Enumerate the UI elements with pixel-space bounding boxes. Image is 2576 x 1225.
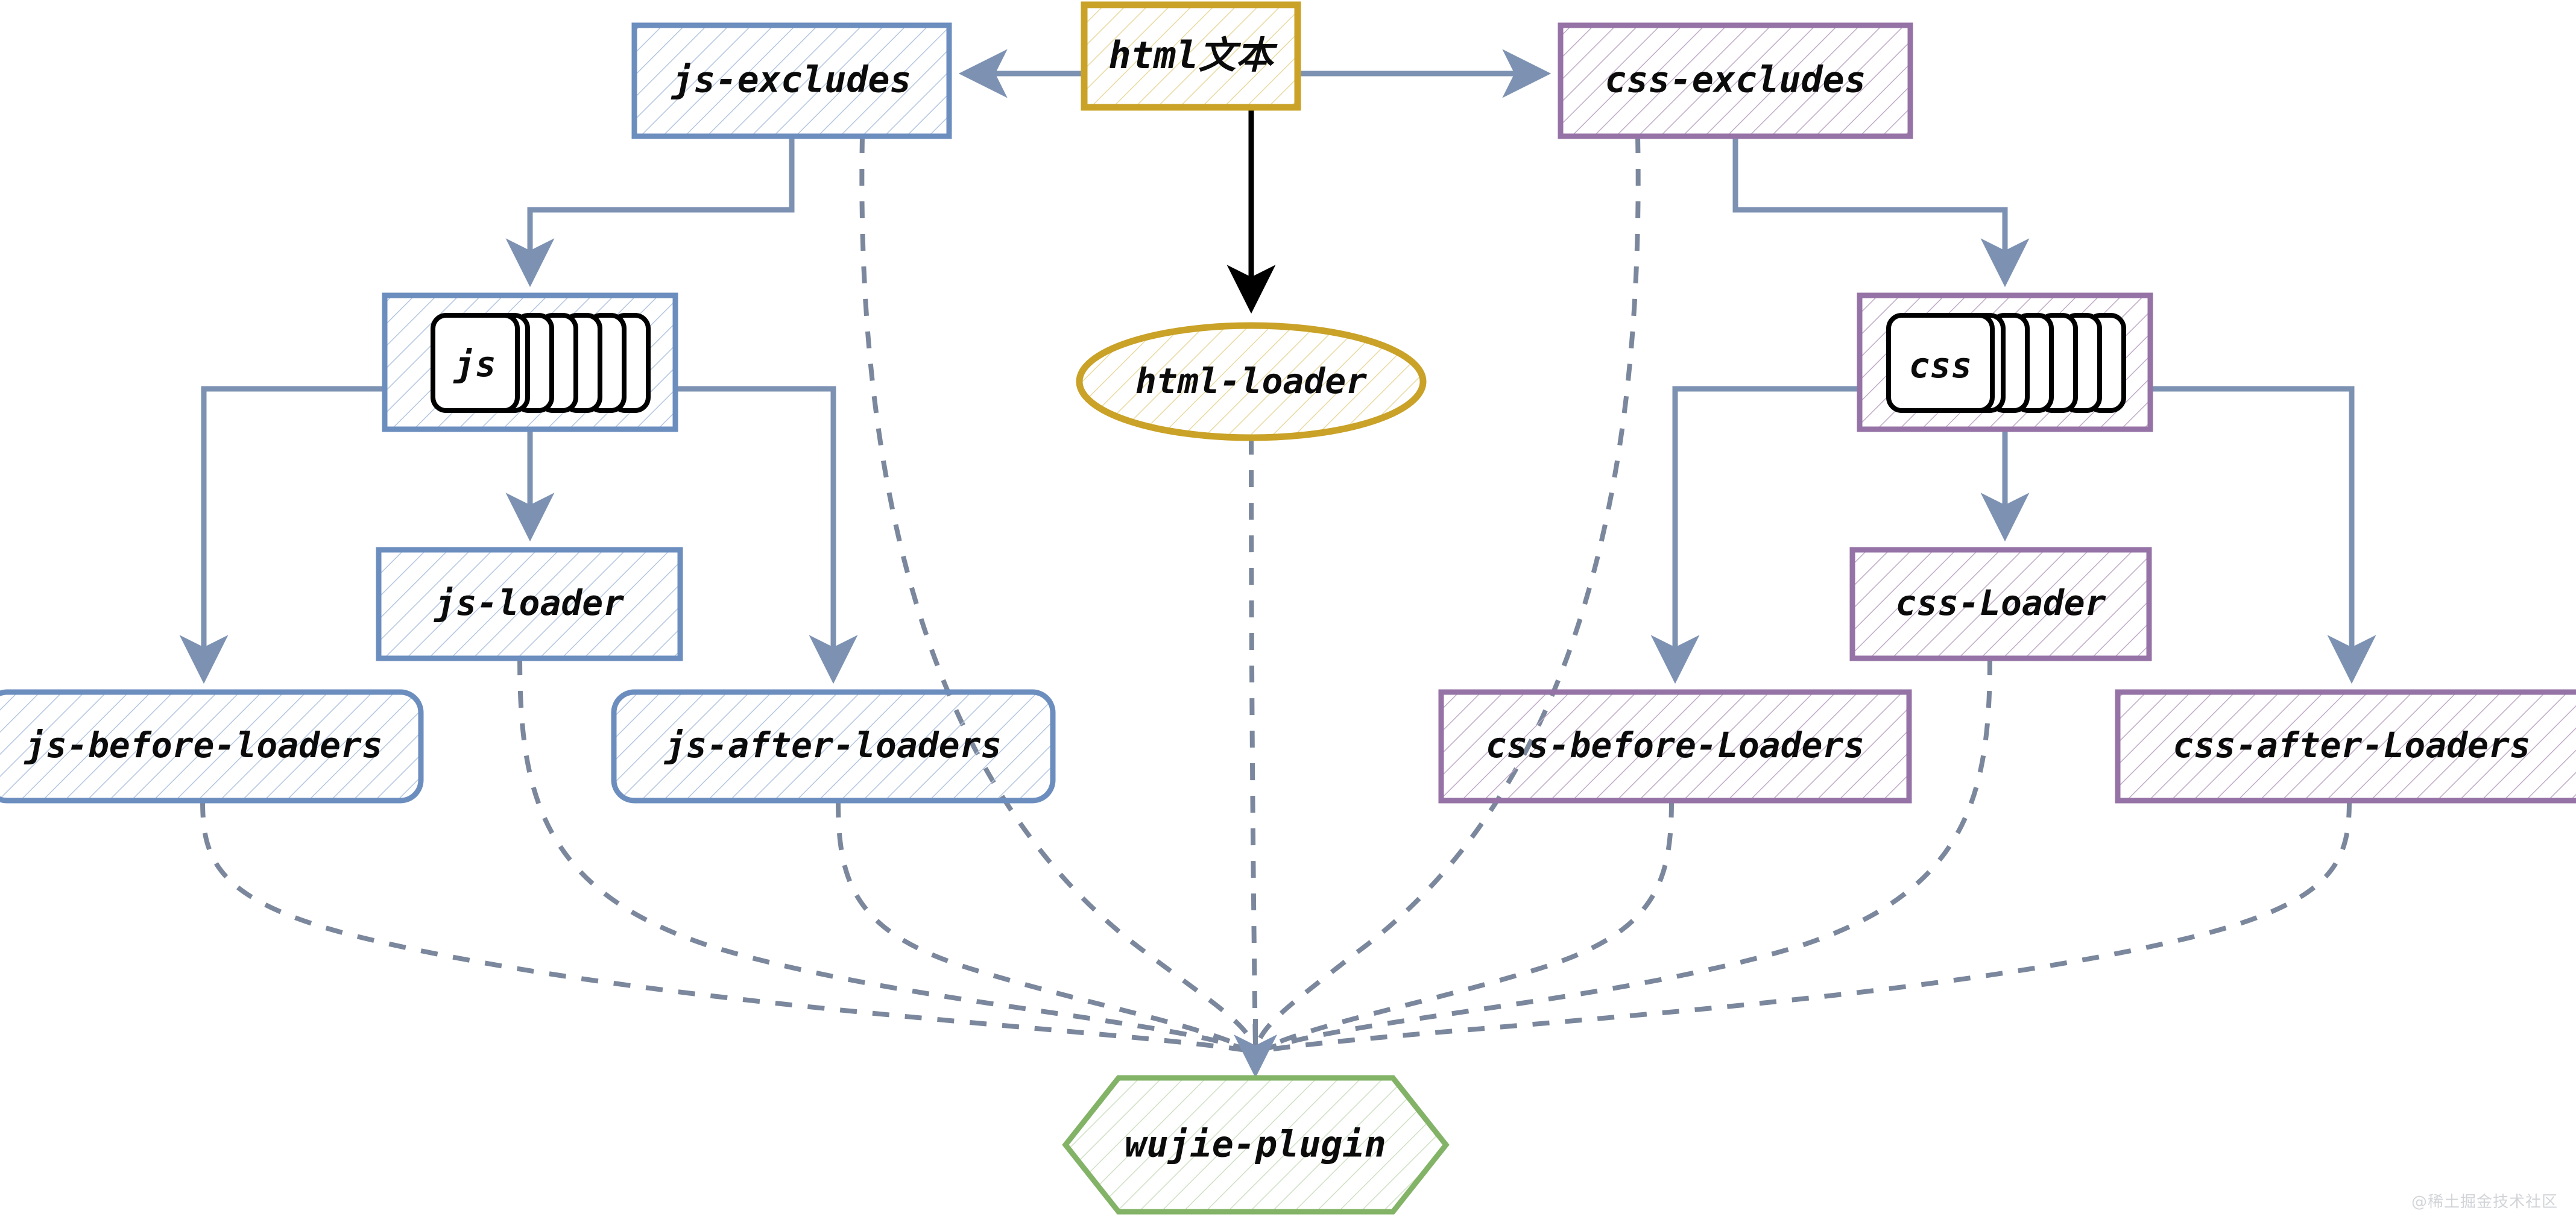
edge-group-black <box>1191 104 1276 314</box>
edge-js-stack-to-js-before <box>179 386 385 684</box>
node-css-stack-label: css <box>1909 345 1972 386</box>
edge-css-excludes-to-css-stack <box>1732 136 2030 288</box>
node-js-stack[interactable]: js <box>382 292 678 432</box>
edge-js-excludes-to-js-stack <box>505 136 795 288</box>
edge-js-excludes-to-plugin <box>859 136 1258 1051</box>
node-js-loader[interactable]: js-loader <box>376 547 683 661</box>
edge-html-to-html-loader <box>1191 104 1276 314</box>
node-css-after-loaders-label: css-after-Loaders <box>2173 725 2531 766</box>
edge-css-after-to-plugin <box>1264 800 2352 1053</box>
node-js-excludes-label: js-excludes <box>671 59 911 101</box>
node-js-before-loaders-label: js-before-loaders <box>24 725 383 766</box>
node-css-loader[interactable]: css-Loader <box>1849 547 2152 661</box>
edge-js-before-to-plugin <box>200 800 1246 1053</box>
edge-css-loader-to-plugin <box>1261 658 1992 1053</box>
node-wujie-plugin[interactable]: wujie-plugin <box>1062 1075 1450 1215</box>
node-js-excludes[interactable]: js-excludes <box>631 22 952 139</box>
edge-css-stack-to-css-before <box>1650 386 1860 684</box>
node-js-before-loaders[interactable]: js-before-loaders <box>0 689 424 804</box>
edge-group-solid <box>179 49 2376 684</box>
node-html-text-label: html文本 <box>1108 33 1278 77</box>
css-stack-cards <box>1886 313 2126 413</box>
node-html-loader[interactable]: html-loader <box>1076 322 1427 441</box>
node-css-excludes-label: css-excludes <box>1605 59 1866 101</box>
edge-js-stack-to-js-after <box>675 386 858 684</box>
node-wujie-plugin-label: wujie-plugin <box>1125 1124 1386 1166</box>
js-stack-cards <box>431 313 651 413</box>
node-js-stack-label: js <box>453 344 496 385</box>
node-js-loader-label: js-loader <box>434 582 624 623</box>
edge-js-loader-to-plugin <box>517 658 1249 1053</box>
node-css-loader-label: css-Loader <box>1895 582 2106 623</box>
node-css-after-loaders[interactable]: css-after-Loaders <box>2115 689 2576 804</box>
edge-css-excludes-to-plugin <box>1253 136 1641 1051</box>
node-css-before-loaders[interactable]: css-before-Loaders <box>1438 689 1912 804</box>
edge-css-stack-to-css-after <box>2150 386 2376 684</box>
node-js-after-loaders-label: js-after-loaders <box>664 725 1002 766</box>
node-css-excludes[interactable]: css-excludes <box>1558 22 1913 139</box>
edge-js-after-to-plugin <box>836 800 1252 1053</box>
node-css-before-loaders-label: css-before-Loaders <box>1486 725 1865 766</box>
node-js-after-loaders[interactable]: js-after-loaders <box>611 689 1056 804</box>
edge-html-loader-to-plugin <box>1249 437 1258 1051</box>
watermark: @稀土掘金技术社区 <box>2411 1193 2558 1211</box>
node-html-text[interactable]: html文本 <box>1081 1 1301 111</box>
node-html-loader-label: html-loader <box>1135 361 1367 402</box>
node-css-stack[interactable]: css <box>1857 292 2153 432</box>
edge-css-before-to-plugin <box>1259 800 1674 1053</box>
